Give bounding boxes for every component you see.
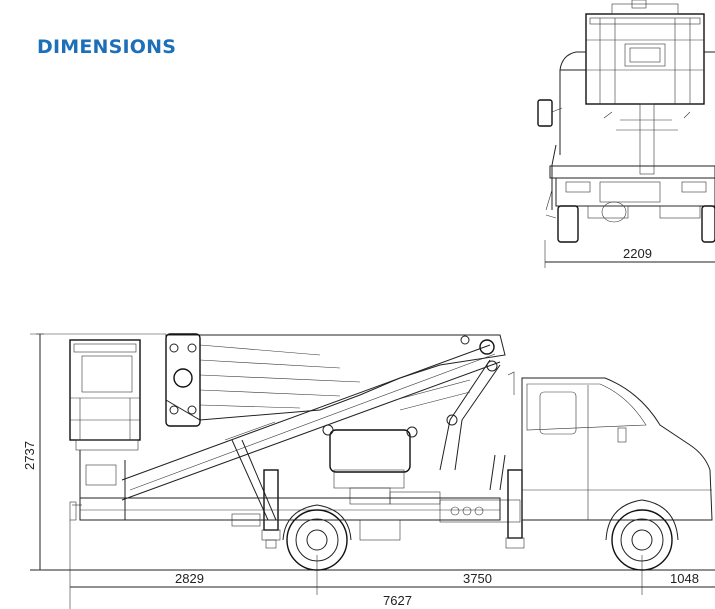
- dimension-rear-overhang: 2829: [175, 571, 204, 586]
- side-view: 2737 2829 3750 1048 7627: [22, 333, 715, 609]
- dimension-overall-height: 2737: [22, 441, 37, 470]
- dimension-front-overhang: 1048: [670, 571, 699, 586]
- page-title: DIMENSIONS: [37, 36, 177, 58]
- dimension-overall-length: 7627: [383, 593, 412, 608]
- dimension-wheelbase: 3750: [463, 571, 492, 586]
- front-view: 2209: [537, 0, 715, 268]
- dimension-front-width: 2209: [623, 246, 652, 261]
